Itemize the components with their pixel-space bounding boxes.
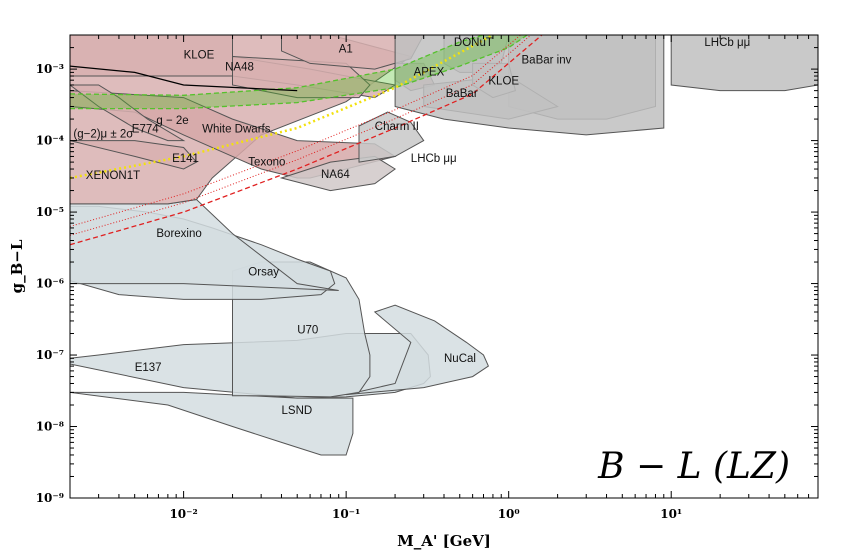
x-tick-label: 10⁻¹ xyxy=(332,507,360,521)
line-borexino xyxy=(70,35,543,246)
region-label-lsnd: LSND xyxy=(282,405,313,417)
region-lhcb-high xyxy=(670,35,818,92)
region-label-na64: NA64 xyxy=(321,169,350,181)
region-label-kloe: KLOE xyxy=(488,76,519,88)
y-tick-label: 10⁻⁸ xyxy=(36,420,64,434)
region-label-e774: E774 xyxy=(132,123,159,135)
plot-area xyxy=(70,35,818,456)
region-label-e141: E141 xyxy=(172,153,199,165)
x-tick-label: 10⁻² xyxy=(169,507,197,521)
region-label-e137: E137 xyxy=(135,362,162,374)
region-label-a1: A1 xyxy=(339,44,353,56)
line-label-xenon1t: XENON1T xyxy=(86,170,140,182)
region-e141 xyxy=(70,140,198,170)
y-tick-label: 10⁻³ xyxy=(36,62,64,76)
region-label-babar-inv: BaBar inv xyxy=(522,54,572,66)
line-xenon1t xyxy=(70,35,494,180)
region-label-apex: APEX xyxy=(414,66,445,78)
region-lsnd xyxy=(70,391,354,456)
y-tick-label: 10⁻⁵ xyxy=(36,205,64,219)
region-a1 xyxy=(281,35,425,70)
line-label-g-2e: g − 2e xyxy=(156,115,188,127)
x-axis-title: M_A' [GeV] xyxy=(397,532,491,550)
y-tick-label: 10⁻⁶ xyxy=(36,277,64,291)
region-label-lhcb: LHCb μμ xyxy=(411,153,457,165)
chart-title: B − L (LZ) xyxy=(597,446,790,487)
x-tick-label: 10⁰ xyxy=(498,507,520,521)
region-label-nucal: NuCal xyxy=(444,353,476,365)
region-label-na48: NA48 xyxy=(225,62,254,74)
region-lhcb xyxy=(394,35,665,136)
region-label-orsay: Orsay xyxy=(248,266,279,278)
region-na64 xyxy=(279,155,396,192)
region-charm-ii xyxy=(358,111,425,163)
line-g-2e xyxy=(70,65,298,92)
region-label-charm-ii: Charm II xyxy=(375,121,419,133)
y-axis-title: g_B−L xyxy=(8,239,26,293)
y-tick-label: 10⁻⁷ xyxy=(36,348,64,362)
x-tick-label: 10¹ xyxy=(660,507,682,521)
region-label-babar: BaBar xyxy=(446,88,478,100)
y-tick-label: 10⁻⁹ xyxy=(36,491,64,505)
region-label-u70: U70 xyxy=(297,325,318,337)
region-e774 xyxy=(70,84,186,142)
line-g-2-2-1 xyxy=(70,35,528,110)
region-label-donut: DONuT xyxy=(454,37,493,49)
region-label-white-dwarfs: White Dwarfs xyxy=(202,123,271,135)
region-label-lhcb: LHCb μμ xyxy=(704,37,750,49)
line-g-2-2-0 xyxy=(70,35,484,96)
region-nucal xyxy=(345,304,490,396)
line-label-borexino: Borexino xyxy=(156,228,201,240)
region-label-kloe: KLOE xyxy=(184,50,215,62)
y-tick-label: 10⁻⁴ xyxy=(36,134,64,148)
line-label-g-2-2: (g−2)μ ± 2σ xyxy=(73,129,133,141)
region-label-texono: Texono xyxy=(248,156,285,168)
